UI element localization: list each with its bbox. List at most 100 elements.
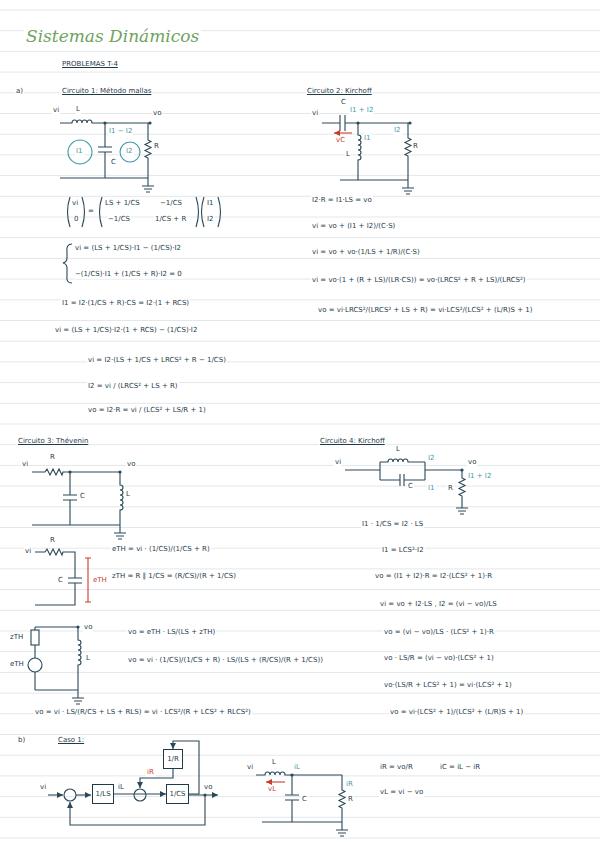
- handwritten-label: zTH: [9, 633, 24, 642]
- mesh-loop: [120, 142, 140, 162]
- handwritten-label: vo: [83, 623, 93, 632]
- handwritten-label: I1: [75, 147, 84, 156]
- handwritten-label: LS + 1/CS: [104, 199, 141, 208]
- handwritten-label: iR: [146, 768, 155, 777]
- block-text: 1/CS: [169, 790, 185, 799]
- handwritten-label: I1 − I2: [108, 127, 133, 136]
- handwritten-label: vo = I2·R = vi / (LCS² + LS/R + 1): [87, 406, 207, 415]
- block-text: 1/R: [167, 755, 179, 764]
- handwritten-label: 1/CS + R: [154, 215, 187, 224]
- handwritten-label: C: [407, 482, 414, 491]
- handwritten-label: vo = vi · (1/CS)/(1/CS + R) · LS/(LS + (…: [127, 656, 324, 665]
- ruled-line: [0, 258, 600, 259]
- ruled-line: [0, 568, 600, 569]
- handwritten-label: I1 + I2: [349, 106, 374, 115]
- handwritten-label: vi: [52, 106, 60, 115]
- handwritten-label: R: [153, 142, 160, 151]
- ruled-line: [0, 755, 600, 756]
- circuit-wiring: [60, 120, 154, 192]
- handwritten-label: vo: [126, 460, 136, 469]
- handwritten-label: vo: [152, 109, 162, 118]
- ruled-line: [0, 838, 600, 839]
- handwritten-label: R: [49, 536, 56, 545]
- junction-dot: [408, 121, 411, 124]
- circuit-wiring: [35, 549, 82, 605]
- handwritten-label: vi = (LS + 1/CS)·I1 − (1/CS)·I2: [74, 244, 182, 253]
- handwritten-label: vL = vi − vo: [379, 788, 424, 797]
- handwritten-label: vi = vo + (I1 + I2)/(C·S): [311, 222, 396, 231]
- circuit-wiring: [345, 459, 468, 514]
- handwritten-label: C: [301, 795, 308, 804]
- handwritten-label: vi = vo + I2·LS , I2 = (vi − vo)/LS: [379, 600, 498, 609]
- junction-dot: [68, 470, 71, 473]
- transfer-block: 1/CS: [166, 784, 189, 804]
- junction-dot: [103, 121, 106, 124]
- handwritten-label: I2: [427, 454, 436, 463]
- section-heading: Circuito 2: Kirchoff: [306, 87, 373, 96]
- ruled-line: [0, 465, 600, 466]
- handwritten-label: L: [125, 490, 131, 499]
- ruled-line: [0, 589, 600, 590]
- handwritten-label: L: [85, 654, 91, 663]
- handwritten-label: vo: [203, 783, 213, 792]
- handwritten-label: vi: [246, 763, 254, 772]
- handwritten-label: L: [75, 105, 81, 114]
- handwritten-label: vi = vo + vo·(1/LS + 1/R)/(C·S): [311, 248, 421, 257]
- handwritten-label: L: [345, 150, 351, 159]
- resistor-symbol: [31, 630, 39, 645]
- ruled-line: [0, 734, 600, 735]
- handwritten-label: eTH = vi · (1/CS)/(1/CS + R): [111, 545, 211, 554]
- junction-dot: [148, 121, 151, 124]
- ruled-line: [0, 775, 600, 776]
- handwritten-label: −1/CS: [159, 199, 183, 208]
- handwritten-label: vo = (I1 + I2)·R = I2·(LCS² + 1)·R: [374, 572, 493, 581]
- ruled-line: [0, 693, 600, 694]
- junction-dot: [460, 468, 463, 471]
- handwritten-label: eTH: [92, 576, 108, 585]
- ruled-line: [0, 506, 600, 507]
- mesh-loop: [68, 140, 92, 164]
- handwritten-label: vi: [24, 547, 32, 556]
- handwritten-label: eTH: [9, 660, 25, 669]
- handwritten-label: R: [347, 795, 354, 804]
- handwritten-label: vi: [21, 460, 29, 469]
- voltage-arrow: [266, 781, 285, 782]
- ruled-line: [0, 548, 600, 549]
- handwritten-label: R: [49, 453, 56, 462]
- handwritten-label: I2: [125, 147, 134, 156]
- handwritten-label: vo = vi · LS/(R/CS + LS + RLS) = vi · LC…: [34, 708, 252, 717]
- signal-name: iL: [117, 783, 125, 792]
- signal-wire: [76, 794, 91, 795]
- handwritten-label: I1 + I2: [467, 472, 492, 481]
- handwritten-label: I2 = vi / (LRCS² + LS + R): [87, 382, 179, 391]
- handwritten-label: vo = vi·(LCS² + 1)/(LCS² + (L/R)S + 1): [389, 708, 524, 717]
- handwritten-label: b): [17, 736, 26, 745]
- handwritten-label: I1 = I2·(1/CS + R)·CS = I2·(1 + RCS): [61, 299, 190, 308]
- handwritten-label: R: [447, 484, 454, 493]
- handwritten-label: L: [271, 758, 277, 767]
- handwritten-label: I1 = LCS²·I2: [381, 546, 425, 555]
- handwritten-label: I1: [427, 484, 436, 493]
- handwritten-label: 0: [73, 215, 79, 224]
- ruled-line: [0, 134, 600, 135]
- voltage-bracket: [85, 558, 91, 602]
- section-heading: Circuito 1: Método mallas: [61, 87, 152, 96]
- handwritten-label: vi = I2·(LS + 1/CS + LRCS² + R − 1/CS): [87, 356, 227, 365]
- ruled-line: [0, 672, 600, 673]
- ruled-line: [0, 154, 600, 155]
- ruled-line: [0, 113, 600, 114]
- ruled-line: [0, 175, 600, 176]
- ruled-line: [0, 196, 600, 197]
- junction-dot: [356, 121, 359, 124]
- junction-dot: [76, 625, 79, 628]
- handwritten-label: a): [15, 87, 24, 96]
- handwritten-label: iR = vo/R: [379, 763, 414, 772]
- ruled-line: [0, 486, 600, 487]
- ruled-line: [0, 527, 600, 528]
- handwritten-label: vL: [267, 785, 277, 794]
- handwritten-label: vi = vo·(1 + (R + LS)/(LR·CS)) = vo·(LRC…: [311, 276, 527, 285]
- handwritten-label: vo: [467, 458, 477, 467]
